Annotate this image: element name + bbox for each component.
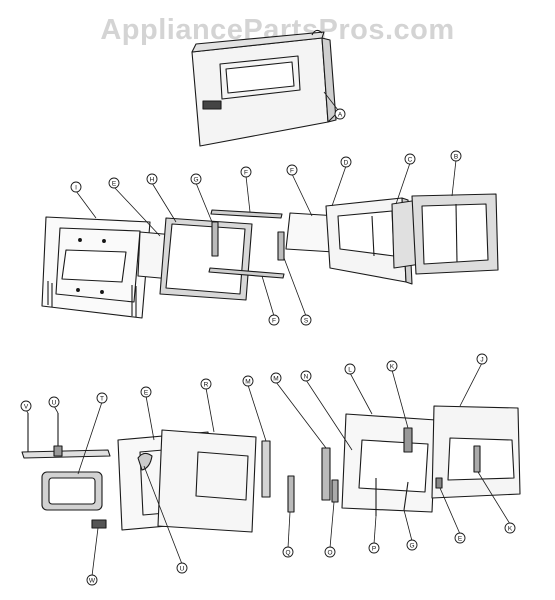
door-panel-D	[325, 197, 413, 285]
callout-label: J	[480, 357, 483, 364]
callout-label: W	[89, 578, 96, 585]
callout-label: S	[304, 318, 309, 325]
callout-label: P	[372, 546, 376, 553]
assembled-door	[191, 29, 341, 147]
callout-label: Q	[285, 550, 290, 557]
glass-retainer-strips-F	[208, 209, 285, 279]
leader-lines	[25, 91, 511, 577]
callout-label: K	[390, 364, 395, 371]
callout-label: F	[290, 168, 294, 175]
inner-door-liner-I	[41, 216, 151, 319]
callout-label: U	[180, 566, 185, 573]
glass-channel-G	[211, 221, 219, 257]
badge-W	[91, 519, 107, 529]
callout-label: G	[409, 543, 414, 550]
spacer-S	[277, 231, 285, 261]
callout-label: E	[144, 390, 149, 397]
callout-label: F	[272, 318, 276, 325]
callout-label: E	[112, 181, 117, 188]
callout-label: A	[338, 112, 343, 119]
callout-label: F	[244, 170, 248, 177]
side-channel-M	[261, 440, 271, 498]
callout-a-top: A	[334, 108, 346, 120]
callout-label: I	[75, 185, 77, 192]
window-gasket-H	[159, 217, 253, 301]
insulation-panel-R	[157, 429, 257, 533]
callout-label: C	[408, 157, 413, 164]
callout-label: L	[348, 367, 352, 374]
inner-panel-L	[341, 413, 437, 516]
rear-panel-J	[431, 405, 521, 499]
callout-label: G	[193, 177, 198, 184]
callout-label: K	[508, 526, 513, 533]
callout-label: U	[52, 400, 57, 407]
callout-label: B	[454, 154, 458, 161]
callout-bubbles: A I E H G F F D C B F S V U T W E R M M …	[20, 108, 516, 586]
callout-label: R	[204, 382, 209, 389]
callout-label: E	[458, 536, 463, 543]
callout-label: V	[24, 404, 29, 411]
callout-label: O	[327, 550, 332, 557]
callout-label: M	[245, 379, 250, 386]
callout-label: N	[304, 374, 309, 381]
callout-label: H	[150, 177, 155, 184]
callout-label: D	[344, 160, 349, 167]
callout-label: T	[100, 396, 104, 403]
callout-label: M	[273, 376, 278, 383]
door-handle-V	[21, 413, 111, 459]
window-trim-T	[41, 471, 103, 511]
outer-window-frame-B	[411, 193, 499, 275]
